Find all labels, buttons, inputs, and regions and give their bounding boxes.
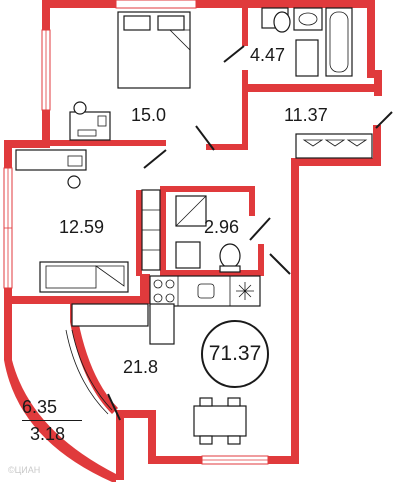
hall-wardrobe — [295, 133, 373, 159]
dining-table — [193, 397, 247, 445]
area-label-loggia-full: 6.35 — [22, 397, 58, 417]
second-room-desk — [15, 149, 87, 189]
kitchen-counter — [149, 275, 261, 307]
area-label-bedroom: 15.0 — [131, 105, 167, 125]
area-label-bathroom: 4.47 — [250, 45, 286, 65]
wc-fixtures — [175, 195, 241, 273]
outer-walls — [4, 0, 382, 480]
area-label-wc: 2.96 — [204, 217, 240, 237]
windows — [3, 0, 269, 465]
area-label-loggia-reduced: 3.18 — [30, 424, 66, 444]
bed — [117, 11, 191, 89]
loggia — [4, 304, 121, 482]
bathroom-fixtures — [261, 7, 353, 77]
inner-walls — [50, 0, 264, 304]
total-area-badge: 71.37 — [201, 320, 269, 388]
sofa — [39, 261, 129, 293]
doors — [143, 45, 393, 275]
cabinet — [141, 189, 161, 271]
area-label-hall: 11.37 — [284, 105, 328, 125]
bedroom-desk — [69, 101, 111, 141]
area-label-second-room: 12.59 — [59, 217, 105, 237]
watermark: ©ЦИАН — [8, 465, 41, 475]
kitchen-sofa — [71, 303, 175, 345]
area-label-kitchen-living: 21.8 — [123, 357, 159, 377]
loggia-fraction-line — [22, 420, 82, 421]
total-area-value: 71.37 — [208, 342, 262, 365]
